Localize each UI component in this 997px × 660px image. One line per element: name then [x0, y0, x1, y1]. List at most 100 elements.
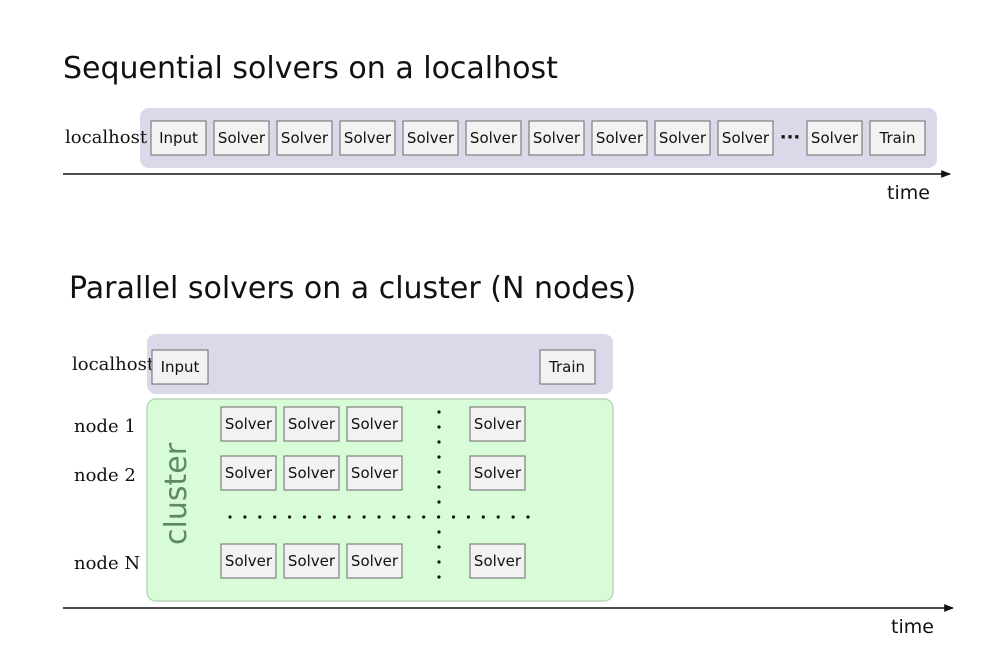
- node-labels: node 1 node 2 node N: [74, 416, 140, 574]
- node-solver-box-label: Solver: [474, 415, 522, 433]
- sequential-time-label: time: [887, 182, 930, 204]
- node-solver-box: Solver: [283, 406, 340, 442]
- node-solver-box-label: Solver: [474, 552, 522, 570]
- parallel-title: Parallel solvers on a cluster (N nodes): [69, 271, 636, 306]
- sequential-input-box-label: Input: [159, 129, 198, 147]
- ellipsis-dot: [377, 515, 381, 519]
- sequential-solver-box-label: Solver: [218, 129, 266, 147]
- ellipsis-dot: [437, 575, 441, 579]
- node-solver-box-label: Solver: [474, 464, 522, 482]
- sequential-solver-box-label: Solver: [344, 129, 392, 147]
- sequential-solver-box: Solver: [213, 120, 270, 156]
- ellipsis-dot: [258, 515, 262, 519]
- node-solver-box: Solver: [220, 455, 277, 491]
- ellipsis-dot: [392, 515, 396, 519]
- sequential-ellipsis: ···: [780, 127, 801, 148]
- node-solver-box: Solver: [469, 406, 526, 442]
- ellipsis-dot: [437, 455, 441, 459]
- ellipsis-dot: [437, 410, 441, 414]
- sequential-solver-box-label: Solver: [596, 129, 644, 147]
- sequential-solver-box-label: Solver: [407, 129, 455, 147]
- ellipsis-dot: [437, 515, 441, 519]
- sequential-solver-box-label: Solver: [533, 129, 581, 147]
- ellipsis-dot: [288, 515, 292, 519]
- parallel-localhost-label: localhost: [72, 354, 155, 375]
- ellipsis-dot: [437, 545, 441, 549]
- sequential-solver-box: Solver: [654, 120, 711, 156]
- sequential-solver-box: Solver: [465, 120, 522, 156]
- node-solver-box: Solver: [220, 543, 277, 579]
- sequential-boxes: Input Solver Solver Solver Solver Solver Solve…: [150, 120, 926, 156]
- node-solver-box-label: Solver: [225, 464, 273, 482]
- sequential-solver-box: Solver: [591, 120, 648, 156]
- ellipsis-dot: [437, 560, 441, 564]
- node-solver-box: Solver: [283, 455, 340, 491]
- node-solver-box-label: Solver: [288, 464, 336, 482]
- ellipsis-dot: [317, 515, 321, 519]
- ellipsis-dot: [466, 515, 470, 519]
- node-solver-box: Solver: [283, 543, 340, 579]
- input-box: Input: [151, 349, 209, 385]
- sequential-localhost-label: localhost: [65, 127, 148, 148]
- ellipsis-dot: [437, 470, 441, 474]
- sequential-solver-box-label: Solver: [811, 129, 859, 147]
- node-solver-box-label: Solver: [288, 552, 336, 570]
- sequential-train-box-label: Train: [879, 129, 916, 147]
- ellipsis-dot: [243, 515, 247, 519]
- sequential-solver-box-label: Solver: [281, 129, 329, 147]
- sequential-solver-box: Solver: [528, 120, 585, 156]
- node-solver-box: Solver: [469, 543, 526, 579]
- ellipsis-dot: [511, 515, 515, 519]
- cluster-label: cluster: [159, 442, 194, 545]
- sequential-input-box: Input: [150, 120, 207, 156]
- ellipsis-dot: [332, 515, 336, 519]
- sequential-solver-box: Solver: [402, 120, 459, 156]
- sequential-solver-box-label: Solver: [470, 129, 518, 147]
- train-box: Train: [539, 349, 596, 385]
- sequential-solver-box: Solver: [717, 120, 774, 156]
- sequential-train-box: Train: [869, 120, 926, 156]
- node-solver-box-label: Solver: [351, 464, 399, 482]
- ellipsis-dot: [347, 515, 351, 519]
- sequential-title: Sequential solvers on a localhost: [63, 51, 558, 86]
- ellipsis-dot: [422, 515, 426, 519]
- ellipsis-dot: [496, 515, 500, 519]
- parallel-time-label: time: [891, 616, 934, 638]
- ellipsis-dot: [481, 515, 485, 519]
- input-box-label: Input: [161, 358, 200, 376]
- sequential-solver-box: Solver: [276, 120, 333, 156]
- ellipsis-dot: [273, 515, 277, 519]
- ellipsis-dots: [228, 410, 530, 579]
- sequential-solver-box-label: Solver: [722, 129, 770, 147]
- sequential-solver-box-label: Solver: [659, 129, 707, 147]
- ellipsis-dot: [451, 515, 456, 519]
- node-solver-box: Solver: [469, 455, 526, 491]
- train-box-label: Train: [548, 358, 585, 376]
- ellipsis-dot: [302, 515, 307, 519]
- parallel-localhost-band: [147, 334, 613, 394]
- node-solver-box-label: Solver: [225, 552, 273, 570]
- ellipsis-dot: [437, 485, 441, 489]
- ellipsis-dot: [526, 515, 530, 519]
- node-solver-box-label: Solver: [351, 415, 399, 433]
- node-solver-box: Solver: [220, 406, 277, 442]
- node-solver-box: Solver: [346, 406, 403, 442]
- node-solver-box-label: Solver: [288, 415, 336, 433]
- ellipsis-dot: [437, 530, 441, 534]
- ellipsis-dot: [437, 500, 441, 504]
- ellipsis-dot: [407, 515, 411, 519]
- sequential-solver-box: Solver: [339, 120, 396, 156]
- sequential-solver-box: Solver: [806, 120, 863, 156]
- node-label: node 2: [74, 465, 136, 486]
- ellipsis-dot: [228, 515, 232, 519]
- node-solver-box-label: Solver: [225, 415, 273, 433]
- ellipsis-dot: [437, 425, 441, 429]
- node-solver-box-label: Solver: [351, 552, 399, 570]
- node-label: node 1: [74, 416, 136, 437]
- ellipsis-dot: [437, 440, 441, 444]
- ellipsis-dot: [362, 515, 366, 519]
- node-label: node N: [74, 553, 140, 574]
- node-solver-box: Solver: [346, 543, 403, 579]
